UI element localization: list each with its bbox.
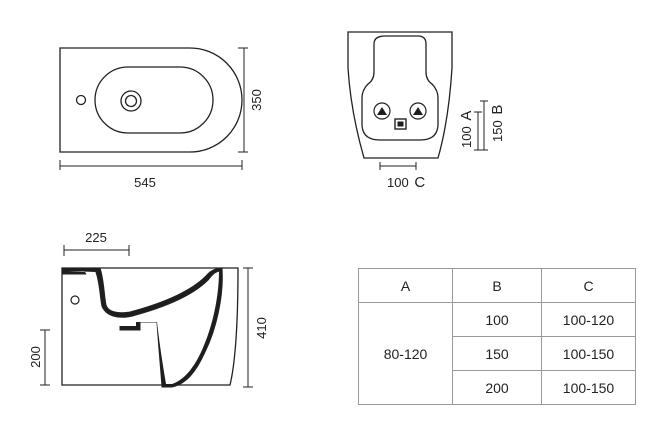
water-inlet-right-circle <box>409 102 427 120</box>
header-c: C <box>541 268 636 303</box>
front-view-outline <box>347 31 453 159</box>
drain-outlet-core <box>397 121 404 127</box>
spec-table: A B C 80-120 100 100-120 150 100-150 200… <box>358 268 636 405</box>
inlet-height-label: 200 <box>28 346 43 368</box>
cell-c: 100-120 <box>541 302 636 337</box>
top-view-bowl <box>94 66 214 134</box>
side-view-bowl-line <box>95 270 220 318</box>
side-inlet-hole <box>70 295 80 305</box>
offset-dimension <box>63 245 130 256</box>
height-dimension <box>243 267 253 388</box>
water-inlet-right-icon <box>413 107 423 115</box>
cell-b: 100 <box>452 302 542 337</box>
height-label: 410 <box>254 317 269 339</box>
header-a: A <box>358 268 453 303</box>
water-inlet-left-icon <box>377 107 387 115</box>
offset-label: 225 <box>85 230 107 245</box>
depth-dimension <box>238 47 248 153</box>
b-dimension <box>480 100 488 151</box>
table-row: 150 100-150 <box>359 336 636 371</box>
top-view-outline <box>59 47 243 153</box>
side-view-inner-cavity <box>68 271 219 384</box>
spec-table-header-row: A B C <box>358 268 636 303</box>
cell-c: 100-150 <box>541 370 636 405</box>
c-dimension-label: 100 C <box>387 174 425 191</box>
b-dimension-label: 150 B <box>489 105 506 142</box>
width-dimension <box>59 160 243 170</box>
front-view-recess <box>361 35 439 141</box>
c-dimension <box>379 162 417 170</box>
cell-b: 200 <box>452 370 542 405</box>
inlet-height-dimension <box>40 329 50 386</box>
depth-label: 350 <box>249 89 264 111</box>
top-view: 545 350 <box>59 47 264 190</box>
faucet-hole <box>75 94 87 106</box>
cell-a-value: 80-120 <box>358 302 453 405</box>
drain-outlet <box>394 118 407 130</box>
table-row: 200 100-150 <box>359 370 636 405</box>
side-view: 225 410 200 <box>28 230 269 388</box>
drain-inner <box>124 94 138 108</box>
drain-outer <box>120 90 142 112</box>
width-label: 545 <box>134 175 156 190</box>
a-dimension <box>474 111 482 151</box>
cell-b: 150 <box>452 336 542 371</box>
water-inlet-left-circle <box>373 102 391 120</box>
front-view: 100 C 100 A 150 B <box>347 31 506 191</box>
header-b: B <box>452 268 542 303</box>
cell-c: 100-150 <box>541 336 636 371</box>
side-view-outline <box>61 267 239 386</box>
a-dimension-label: 100 A <box>458 111 475 148</box>
table-row: 80-120 100 100-120 <box>358 302 636 405</box>
